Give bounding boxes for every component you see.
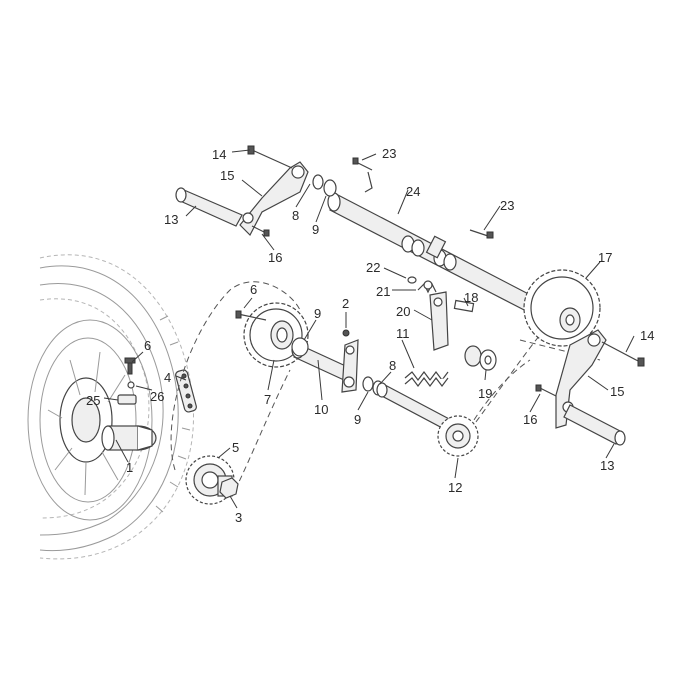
left-bolt-part-14	[247, 145, 293, 169]
callout-5: 5	[232, 440, 239, 455]
drive-chain-lower	[170, 281, 301, 471]
callout-1: 1	[126, 460, 133, 475]
left-bracket-part-15	[239, 161, 309, 237]
left-bolt-part-16	[251, 225, 270, 237]
cross-shaft-part-24	[327, 192, 541, 315]
callout-13-left: 13	[164, 212, 178, 227]
callout-3: 3	[235, 510, 242, 525]
hub-fasteners	[117, 357, 137, 405]
left-washers-parts-8-9	[312, 174, 337, 197]
callout-19: 19	[478, 386, 492, 401]
callout-14-left: 14	[212, 147, 226, 162]
callout-16-right: 16	[523, 412, 537, 427]
right-bracket-part-15	[555, 329, 607, 429]
jack-shaft-part-10	[291, 337, 351, 381]
callout-25: 25	[86, 393, 100, 408]
callout-9-mid: 9	[354, 412, 361, 427]
callout-6-hub: 6	[144, 338, 151, 353]
callout-15-left: 15	[220, 168, 234, 183]
right-bolt-part-16	[535, 384, 557, 397]
drive-chain-lower-return	[234, 369, 291, 491]
callout-11: 11	[396, 326, 410, 341]
callout-16-left: 16	[268, 250, 282, 265]
callout-22: 22	[366, 260, 380, 275]
callout-leaders	[103, 149, 635, 509]
callout-13-right: 13	[600, 458, 614, 473]
callout-20: 20	[396, 304, 410, 319]
callout-labels: 1 2 3 4 5 6 6 7 8 8 9 9 9 10 11 12 13 13…	[86, 146, 654, 525]
callout-9-left: 9	[312, 222, 319, 237]
spring-clip-parts	[407, 276, 437, 294]
callout-21: 21	[376, 284, 390, 299]
idler-arm-part-2	[341, 329, 359, 393]
callout-9-sprocket: 9	[314, 306, 321, 321]
callout-23-right: 23	[500, 198, 514, 213]
right-pivot-tube-part-13	[563, 404, 626, 446]
drive-chain-upper	[469, 299, 571, 431]
callout-6-sprocket: 6	[250, 282, 257, 297]
large-sprocket-part-17	[523, 269, 601, 347]
idler-bracket-part-20	[429, 291, 497, 371]
callout-10: 10	[314, 402, 328, 417]
drive-wheel	[27, 254, 194, 560]
bolt-part-6-sprocket	[235, 310, 267, 321]
callout-2: 2	[342, 296, 349, 311]
callout-14-right: 14	[640, 328, 654, 343]
tension-spring-part-11	[404, 371, 449, 387]
callout-4: 4	[164, 370, 171, 385]
callout-8-mid: 8	[389, 358, 396, 373]
axle-hub-part	[101, 425, 157, 451]
callout-17: 17	[598, 250, 612, 265]
right-bolt-part-14	[601, 341, 645, 367]
left-pivot-tube-part-13	[175, 187, 243, 227]
callout-18: 18	[464, 290, 478, 305]
small-drive-sprocket-part	[185, 455, 239, 505]
sprocket-part-12	[437, 415, 479, 457]
callout-12: 12	[448, 480, 462, 495]
callout-8-left: 8	[292, 208, 299, 223]
callout-24: 24	[406, 184, 420, 199]
callout-7: 7	[264, 392, 271, 407]
callout-15-right: 15	[610, 384, 624, 399]
callout-26: 26	[150, 389, 164, 404]
callout-23-top: 23	[382, 146, 396, 161]
set-screws-part-23	[352, 157, 494, 239]
